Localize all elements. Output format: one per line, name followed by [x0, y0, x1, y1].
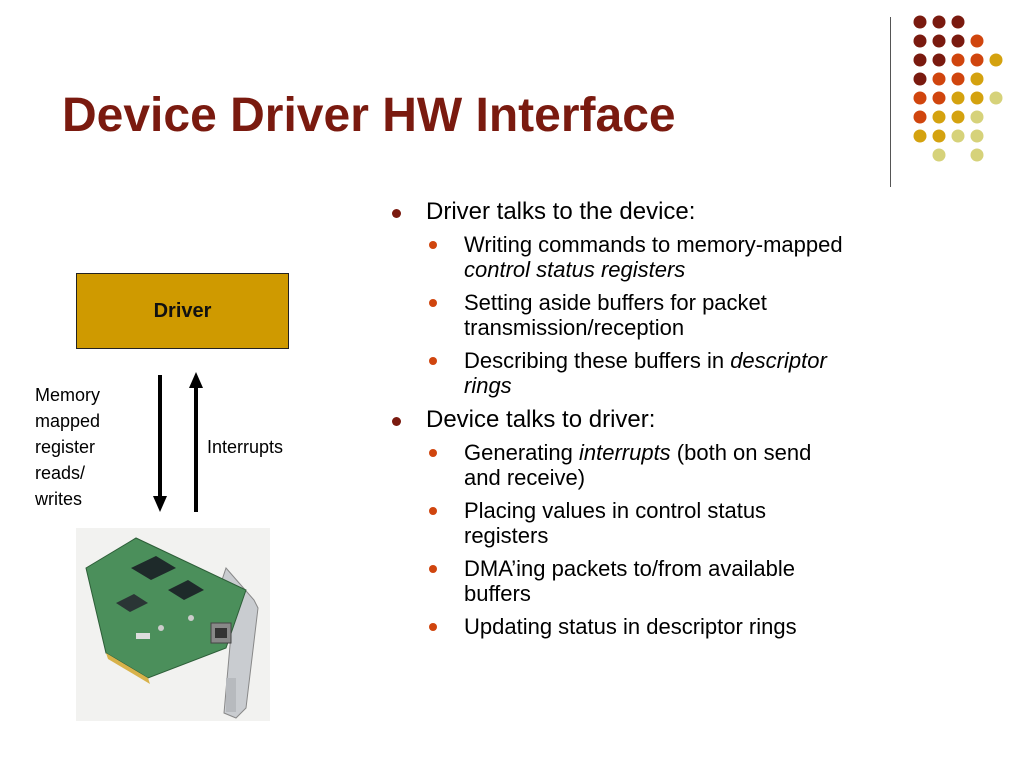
decorative-dot — [932, 110, 946, 124]
bullet-line: rings — [464, 373, 988, 398]
memory-mapped-label: Memory mapped register reads/ writes — [35, 382, 145, 512]
bullet-dot-icon — [429, 299, 437, 307]
driver-box: Driver — [76, 273, 289, 349]
bullet-text: registers — [464, 523, 549, 548]
bullet-dot-icon — [429, 565, 437, 573]
bullet-italic-text: control status registers — [464, 257, 686, 282]
bullet-italic-text: rings — [464, 373, 512, 398]
memory-label-line: register — [35, 437, 96, 457]
memory-label-line: Memory — [35, 385, 101, 405]
decorative-dot — [932, 53, 946, 67]
decorative-dot — [932, 72, 946, 86]
bullet-line: Placing values in control status — [464, 498, 988, 523]
decorative-dot — [970, 148, 984, 162]
bullet-level1: Device talks to driver: — [388, 406, 988, 434]
bullet-text: buffers — [464, 581, 531, 606]
bullet-text: and receive) — [464, 465, 586, 490]
bullet-line: Generating interrupts (both on send — [464, 440, 988, 465]
bullet-dot-icon — [429, 507, 437, 515]
bullet-level2: Writing commands to memory-mapped contro… — [426, 232, 988, 282]
decorative-dot — [913, 129, 927, 143]
bullet-text: (both on send — [670, 440, 812, 465]
decorative-dot — [951, 129, 965, 143]
down-arrow-icon — [153, 375, 167, 512]
memory-label-line: mapped — [35, 411, 101, 431]
bullet-italic-text: interrupts — [578, 440, 671, 465]
bullet-text: Generating — [464, 440, 579, 465]
bullet-level2: Updating status in descriptor rings — [426, 614, 988, 639]
bullet-text: Placing values in control status — [464, 498, 767, 523]
bullet-text: Updating status in descriptor rings — [464, 614, 797, 639]
bullet-level1-text: Device talks to driver: — [426, 406, 656, 433]
bullet-text: DMA’ing packets to/from available — [464, 556, 795, 581]
bullet-line: control status registers — [464, 257, 988, 282]
decorative-dot — [970, 91, 984, 105]
memory-label-line: writes — [35, 489, 83, 509]
bullet-level2: Setting aside buffers for packet transmi… — [426, 290, 988, 340]
bullet-level2: Placing values in control status registe… — [426, 498, 988, 548]
bullet-dot-icon — [392, 417, 401, 426]
bullet-dot-icon — [429, 357, 437, 365]
decorative-dot — [970, 110, 984, 124]
bullet-dot-icon — [429, 241, 437, 249]
bullet-list: Driver talks to the device: Writing comm… — [388, 196, 988, 647]
diagram-arrows — [153, 372, 203, 512]
bullet-line: Updating status in descriptor rings — [464, 614, 988, 639]
bullet-italic-text: descriptor — [730, 348, 827, 373]
title-divider-line — [890, 17, 891, 187]
decorative-dot — [913, 15, 927, 29]
network-card-icon — [76, 528, 270, 721]
bullet-text: Describing these buffers in — [464, 348, 731, 373]
decorative-dot — [932, 129, 946, 143]
decorative-dot — [932, 91, 946, 105]
bullet-text: transmission/reception — [464, 315, 685, 340]
bullet-line: Setting aside buffers for packet — [464, 290, 988, 315]
decorative-dot — [970, 34, 984, 48]
bullet-level2: DMA’ing packets to/from available buffer… — [426, 556, 988, 606]
bullet-line: buffers — [464, 581, 988, 606]
decorative-dot — [951, 110, 965, 124]
decorative-dot — [913, 53, 927, 67]
decorative-dot — [951, 53, 965, 67]
bullet-line: registers — [464, 523, 988, 548]
bullet-line: Describing these buffers in descriptor — [464, 348, 988, 373]
bullet-level1-text: Driver talks to the device: — [426, 198, 696, 225]
driver-box-label: Driver — [153, 299, 212, 322]
bullet-text: Setting aside buffers for packet — [464, 290, 767, 315]
decorative-dot — [989, 91, 1003, 105]
bullet-level2: Generating interrupts (both on send and … — [426, 440, 988, 490]
decorative-dot — [913, 72, 927, 86]
decorative-dot — [951, 91, 965, 105]
decorative-dot — [970, 53, 984, 67]
bullet-line: Writing commands to memory-mapped — [464, 232, 988, 257]
decorative-dot — [932, 15, 946, 29]
bullet-text: Writing commands to memory-mapped — [464, 232, 843, 257]
decorative-dot — [970, 72, 984, 86]
decorative-dot — [932, 148, 946, 162]
up-arrow-icon — [189, 372, 203, 512]
decorative-dot — [913, 91, 927, 105]
bullet-dot-icon — [429, 623, 437, 631]
bullet-dot-icon — [392, 209, 401, 218]
decorative-dot — [913, 110, 927, 124]
decorative-dot — [932, 34, 946, 48]
bullet-line: DMA’ing packets to/from available — [464, 556, 988, 581]
bullet-dot-icon — [429, 449, 437, 457]
decorative-dot — [951, 15, 965, 29]
decorative-dot — [951, 72, 965, 86]
slide-title: Device Driver HW Interface — [62, 89, 676, 142]
bullet-line: and receive) — [464, 465, 988, 490]
decorative-dot — [913, 34, 927, 48]
interrupts-label: Interrupts — [207, 437, 284, 457]
decorative-dot — [970, 129, 984, 143]
bullet-line: transmission/reception — [464, 315, 988, 340]
decorative-dot — [989, 53, 1003, 67]
memory-label-line: reads/ — [35, 463, 86, 483]
decorative-dot — [951, 34, 965, 48]
bullet-level2: Describing these buffers in descriptor r… — [426, 348, 988, 398]
bullet-level1: Driver talks to the device: — [388, 198, 988, 226]
